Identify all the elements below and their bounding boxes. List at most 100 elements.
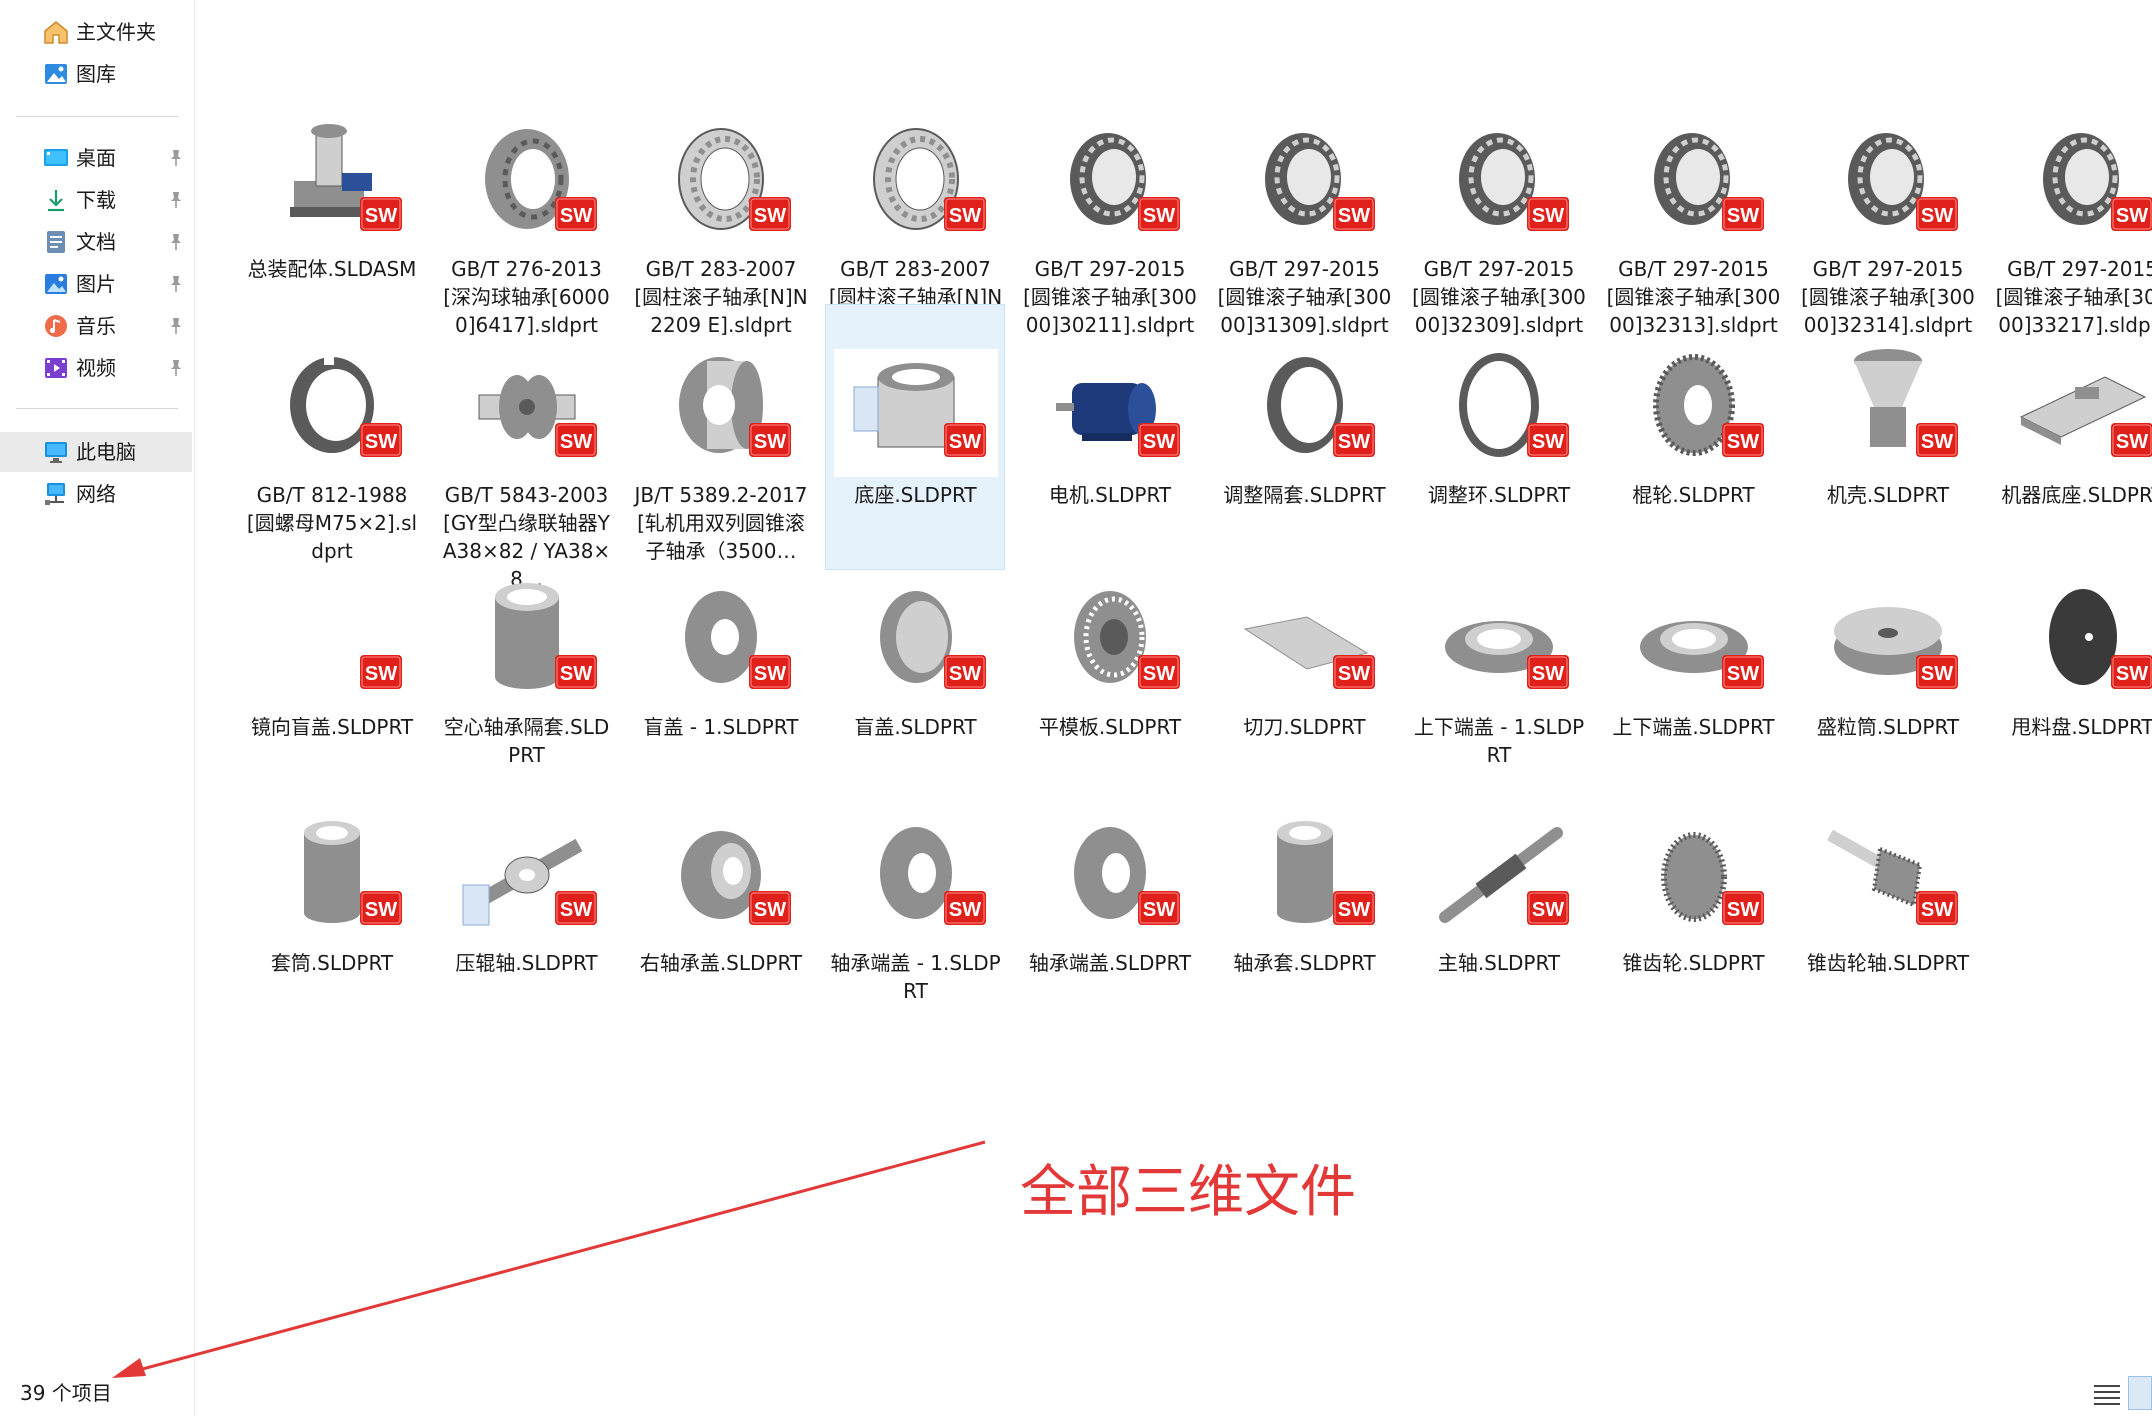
file-thumbnail	[1431, 805, 1567, 941]
pin-icon[interactable]	[166, 274, 186, 294]
home-icon	[42, 18, 70, 46]
file-item[interactable]: SW GB∕T 297-2015[圆锥滚子轴承[30000]33217].sldp…	[1992, 78, 2152, 344]
file-name: 压辊轴.SLDPRT	[455, 951, 598, 975]
file-thumbnail	[848, 337, 984, 473]
file-name: 上下端盖.SLDPRT	[1612, 715, 1775, 739]
svg-text:SW: SW	[754, 431, 786, 453]
file-name: 空心轴承隔套.SLDPRT	[443, 715, 610, 767]
svg-text:SW: SW	[559, 431, 591, 453]
svg-text:SW: SW	[2115, 431, 2147, 453]
sidebar-separator	[16, 408, 178, 409]
svg-text:SW: SW	[754, 663, 786, 685]
file-item[interactable]: SW 机壳.SLDPRT	[1797, 304, 1977, 570]
file-name: GB∕T 297-2015[圆锥滚子轴承[30000]32309].sldprt	[1412, 257, 1586, 337]
svg-text:SW: SW	[754, 899, 786, 921]
sidebar-item[interactable]: 文档	[0, 222, 192, 262]
file-name: GB∕T 297-2015[圆锥滚子轴承[30000]33217].sldprt	[1995, 257, 2152, 337]
pin-icon[interactable]	[166, 148, 186, 168]
pin-icon[interactable]	[166, 316, 186, 336]
file-thumbnail	[653, 569, 789, 705]
file-item[interactable]: SW 右轴承盖.SLDPRT	[630, 772, 810, 1038]
svg-text:SW: SW	[1726, 205, 1758, 227]
file-thumbnail	[653, 111, 789, 247]
sidebar-item-label: 此电脑	[76, 440, 136, 464]
file-name: 机壳.SLDPRT	[1826, 483, 1950, 507]
pin-icon[interactable]	[166, 232, 186, 252]
pin-icon[interactable]	[166, 190, 186, 210]
svg-text:SW: SW	[365, 663, 397, 685]
download-icon	[42, 186, 70, 214]
file-name: GB∕T 283-2007[圆柱滚子轴承[N]N 2209 E].sldprt	[634, 257, 808, 337]
solidworks-icon: SW	[1916, 423, 1958, 457]
file-thumbnail	[2015, 111, 2151, 247]
file-name: 右轴承盖.SLDPRT	[639, 951, 803, 975]
document-icon	[42, 228, 70, 256]
file-name: 轴承套.SLDPRT	[1233, 951, 1376, 975]
sidebar-item[interactable]: 此电脑	[0, 432, 192, 472]
file-thumbnail	[653, 805, 789, 941]
details-view-icon[interactable]	[2092, 1380, 2122, 1406]
sidebar-item-label: 视频	[76, 356, 116, 380]
sidebar-item-label: 桌面	[76, 146, 116, 170]
sidebar-item[interactable]: 音乐	[0, 306, 192, 346]
sidebar-item[interactable]: 主文件夹	[0, 12, 192, 52]
sidebar-item[interactable]: 桌面	[0, 138, 192, 178]
sidebar-item[interactable]: 网络	[0, 474, 192, 514]
sidebar-item[interactable]: 下载	[0, 180, 192, 220]
sidebar-item[interactable]: 图库	[0, 54, 192, 94]
svg-text:SW: SW	[2115, 205, 2147, 227]
sidebar-item[interactable]: 图片	[0, 264, 192, 304]
solidworks-icon: SW	[360, 197, 402, 231]
file-thumbnail	[1820, 111, 1956, 247]
svg-text:SW: SW	[1726, 899, 1758, 921]
file-name: GB∕T 297-2015[圆锥滚子轴承[30000]32314].sldprt	[1801, 257, 1975, 337]
solidworks-icon: SW	[1527, 891, 1569, 925]
file-thumbnail	[848, 111, 984, 247]
solidworks-icon: SW	[1916, 891, 1958, 925]
sidebar-item[interactable]: 视频	[0, 348, 192, 388]
svg-text:SW: SW	[1532, 663, 1564, 685]
file-thumbnail	[1042, 569, 1178, 705]
svg-text:SW: SW	[1337, 663, 1369, 685]
pin-icon[interactable]	[166, 358, 186, 378]
large-icons-view-icon[interactable]	[2128, 1376, 2152, 1410]
svg-text:SW: SW	[1726, 431, 1758, 453]
solidworks-icon: SW	[554, 197, 597, 231]
